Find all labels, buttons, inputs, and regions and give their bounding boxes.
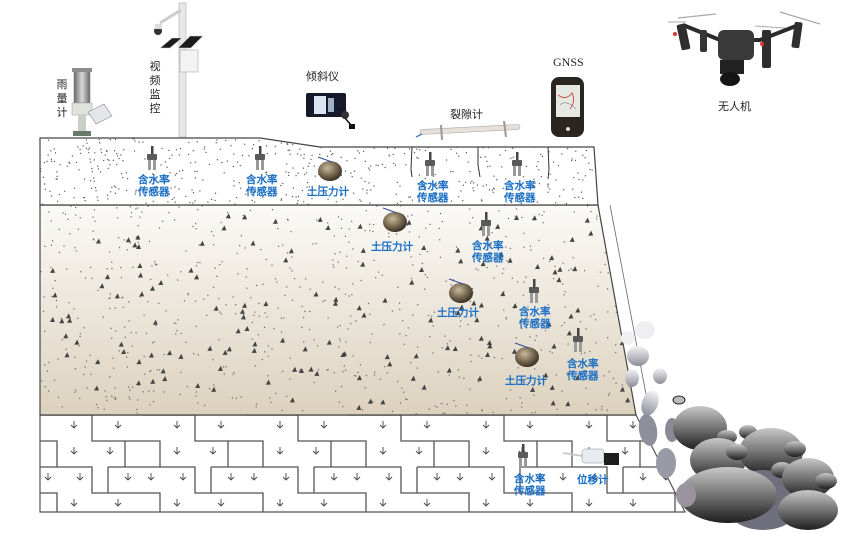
moisture-sensor-label: 含水率传感器 xyxy=(567,358,599,382)
moisture-sensor-label: 含水率传感器 xyxy=(504,180,536,204)
moisture-sensor-label: 含水率传感器 xyxy=(519,306,551,330)
sensor-label-line2: 传感器 xyxy=(567,370,599,382)
moisture-sensor-icon xyxy=(147,146,157,170)
sensor-label-line2: 传感器 xyxy=(472,252,504,264)
inclinometer-label: 倾斜仪 xyxy=(306,70,339,83)
sensor-label-line1: 含水率 xyxy=(417,180,449,192)
displacement-meter-icon xyxy=(562,448,619,465)
rockfall-debris xyxy=(621,321,838,530)
crack-meter-label: 裂隙计 xyxy=(450,108,483,121)
crack-meter-device xyxy=(415,120,521,141)
moisture-sensor-icon xyxy=(255,146,265,170)
pressure-cell-label: 土压力计 xyxy=(371,241,413,253)
sensor-label-line1: 含水率 xyxy=(472,240,504,252)
moisture-sensor-icon xyxy=(529,279,539,303)
gnss-label: GNSS xyxy=(553,55,584,69)
video-monitor-pole xyxy=(154,2,204,138)
moisture-sensor-icon xyxy=(518,444,528,468)
sensor-label-line2: 传感器 xyxy=(514,485,546,497)
moisture-sensor-icon xyxy=(481,212,491,236)
sensor-label-line1: 含水率 xyxy=(567,358,599,370)
pressure-cell-icon xyxy=(317,156,342,181)
moisture-sensor-label: 含水率传感器 xyxy=(246,174,278,198)
sensor-label-line2: 传感器 xyxy=(417,192,449,204)
pressure-cell-icon xyxy=(448,278,473,303)
moisture-sensor-icon xyxy=(425,152,435,176)
pressure-cell-icon xyxy=(382,207,407,232)
pressure-cell-label: 土压力计 xyxy=(307,186,349,198)
sensor-label-line1: 含水率 xyxy=(514,473,546,485)
sensor-label-line1: 含水率 xyxy=(138,174,170,186)
video-monitor-label: 视频监控 xyxy=(149,60,161,115)
sensor-label-line1: 含水率 xyxy=(504,180,536,192)
sensor-label-line2: 传感器 xyxy=(519,318,551,330)
moisture-sensor-label: 含水率传感器 xyxy=(417,180,449,204)
inclinometer-device xyxy=(306,93,355,129)
sensor-label-line2: 传感器 xyxy=(504,192,536,204)
drone-label: 无人机 xyxy=(718,100,751,113)
pressure-cell-icon xyxy=(514,342,539,367)
moisture-sensor-label: 含水率传感器 xyxy=(472,240,504,264)
moisture-sensor-label: 含水率传感器 xyxy=(138,174,170,198)
gnss-device xyxy=(551,77,584,137)
sensor-label-line1: 含水率 xyxy=(246,174,278,186)
sensor-label-line2: 传感器 xyxy=(246,186,278,198)
sensor-label-line1: 含水率 xyxy=(519,306,551,318)
drone-device xyxy=(668,11,821,86)
pressure-cell-label: 土压力计 xyxy=(437,307,479,319)
moisture-sensor-label: 含水率传感器 xyxy=(514,473,546,497)
bedrock-layer xyxy=(39,414,686,513)
sensor-label-line2: 传感器 xyxy=(138,186,170,198)
crack-lines xyxy=(410,146,550,180)
displacement-meter-label: 位移计 xyxy=(577,474,609,486)
moisture-sensor-icon xyxy=(573,328,583,352)
pressure-cell-label: 土压力计 xyxy=(505,375,547,387)
rain-gauge-device xyxy=(71,68,113,136)
rain-gauge-label: 雨量计 xyxy=(56,78,68,119)
moisture-sensor-icon xyxy=(512,152,522,176)
